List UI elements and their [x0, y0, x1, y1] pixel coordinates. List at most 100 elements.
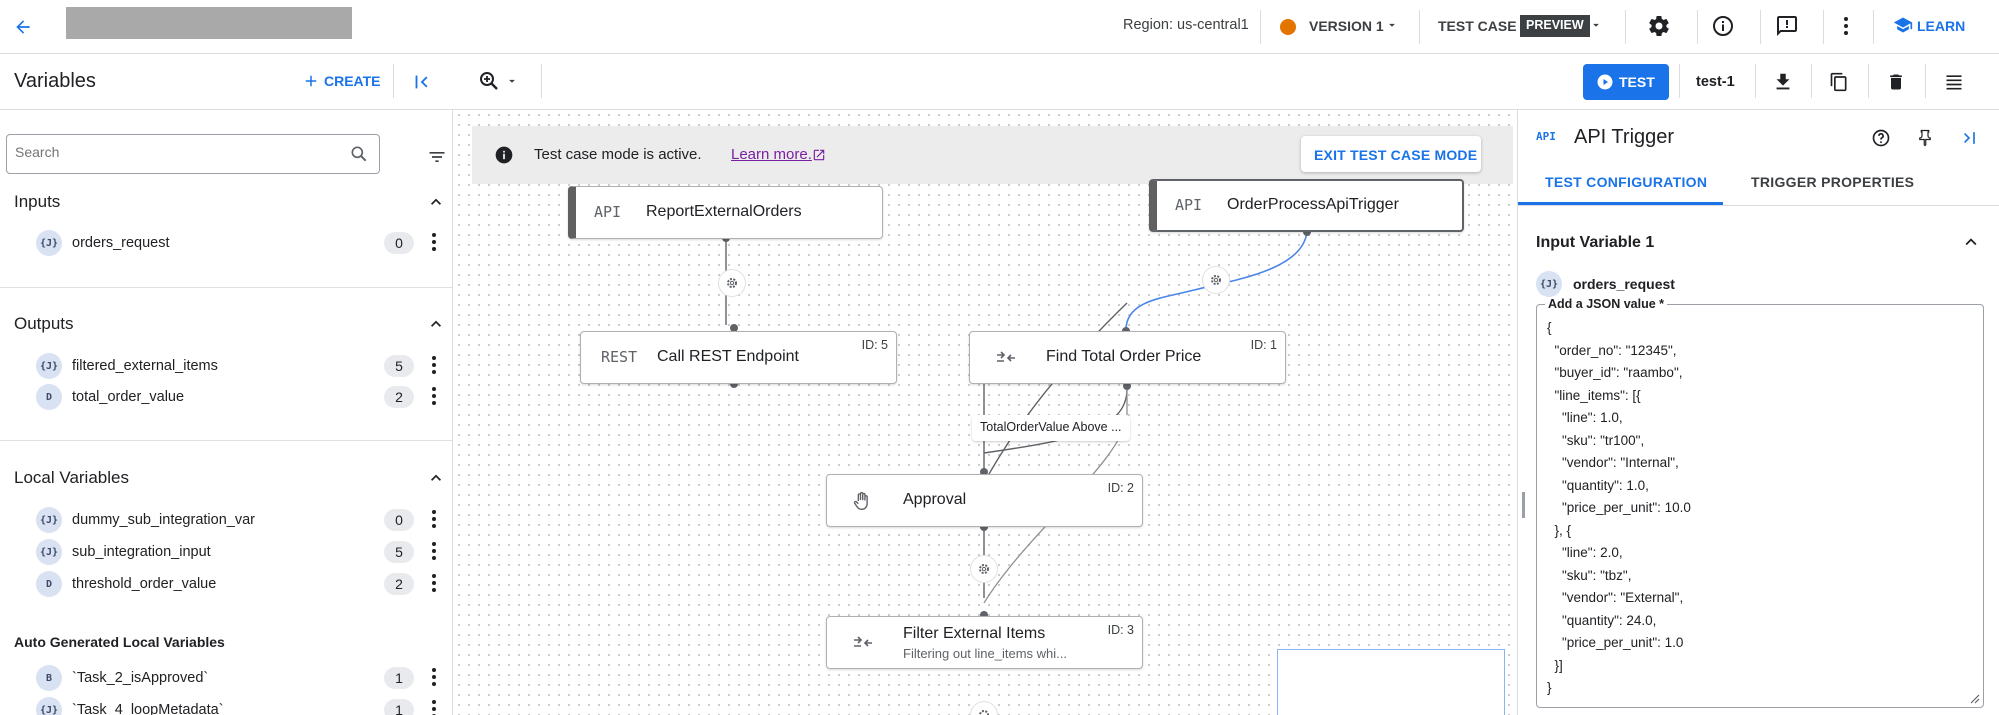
node-id: ID: 1 [1250, 338, 1277, 352]
search-box[interactable] [6, 134, 380, 174]
node-order-process-api-trigger[interactable]: API OrderProcessApiTrigger [1149, 179, 1464, 232]
exit-test-case-mode-button[interactable]: EXIT TEST CASE MODE [1301, 136, 1481, 172]
outputs-collapse-chevron-up-icon[interactable] [426, 314, 446, 334]
pin-icon[interactable] [1916, 129, 1934, 147]
node-call-rest-endpoint[interactable]: REST Call REST Endpoint ID: 5 [580, 331, 897, 384]
local-variables-section-title: Local Variables [14, 468, 129, 487]
learn-more-link[interactable]: Learn more. [731, 146, 812, 163]
copy-icon[interactable] [1825, 68, 1853, 96]
inputs-section-title: Inputs [14, 192, 61, 211]
delete-icon[interactable] [1882, 68, 1910, 96]
node-title: Filter External Items [903, 625, 1046, 642]
node-find-total-order-price[interactable]: Find Total Order Price ID: 1 [969, 331, 1286, 384]
data-mapping-icon [854, 636, 872, 647]
test-button[interactable]: TEST [1583, 64, 1669, 100]
node-id: ID: 5 [861, 338, 888, 352]
back-arrow-icon[interactable] [8, 12, 38, 42]
help-icon[interactable] [1871, 128, 1891, 148]
node-title: Call REST Endpoint [657, 348, 799, 365]
integration-name-placeholder[interactable] [66, 7, 352, 39]
resize-handle[interactable] [1522, 492, 1525, 518]
filter-sort-icon[interactable] [424, 144, 450, 170]
more-vert-icon[interactable] [1834, 10, 1858, 42]
json-type-badge: {J} [36, 697, 62, 715]
toolbar: Variables CREATE TEST test-1 [0, 54, 1999, 110]
json-type-badge: {J} [36, 539, 62, 565]
collapse-panel-icon[interactable] [408, 68, 436, 96]
node-title: OrderProcessApiTrigger [1227, 196, 1399, 213]
info-icon[interactable] [1707, 10, 1739, 42]
node-approval[interactable]: Approval ID: 2 [826, 474, 1143, 527]
variable-row[interactable]: {J} orders_request 0 [36, 230, 439, 256]
connector-settings-gear-icon[interactable] [971, 556, 997, 582]
close-panel-icon[interactable] [1959, 128, 1979, 148]
json-type-badge: {J} [36, 353, 62, 379]
json-value-textarea[interactable]: Add a JSON value * { "order_no": "12345"… [1536, 297, 1984, 708]
feedback-icon[interactable] [1771, 10, 1803, 42]
usage-count: 1 [384, 667, 414, 689]
minimap[interactable] [1277, 649, 1505, 715]
connector-settings-gear-icon[interactable] [1203, 267, 1229, 293]
connector-settings-gear-icon[interactable] [971, 702, 997, 715]
test-case-name: test-1 [1696, 74, 1735, 90]
open-in-new-icon[interactable] [812, 148, 826, 162]
tab-test-configuration[interactable]: TEST CONFIGURATION [1545, 174, 1708, 190]
more-vert-icon[interactable] [429, 507, 439, 533]
zoom-in-icon[interactable] [474, 66, 504, 96]
zoom-chevron-down-icon[interactable] [505, 74, 519, 93]
more-vert-icon[interactable] [429, 571, 439, 597]
resize-corner-icon[interactable] [1968, 692, 1980, 704]
local-collapse-chevron-up-icon[interactable] [426, 468, 446, 488]
test-case-dropdown[interactable]: TEST CASE [1438, 18, 1517, 34]
variable-name: `Task_2_isApproved` [72, 670, 209, 686]
node-filter-external-items[interactable]: Filter External Items Filtering out line… [826, 616, 1143, 669]
more-vert-icon[interactable] [429, 230, 439, 256]
node-report-external-orders[interactable]: API ReportExternalOrders [568, 186, 883, 239]
variable-row[interactable]: D total_order_value 2 [36, 384, 439, 410]
json-type-badge: {J} [36, 507, 62, 533]
variable-row[interactable]: {J} sub_integration_input 5 [36, 539, 439, 565]
double-type-badge: D [36, 571, 62, 597]
more-vert-icon[interactable] [429, 665, 439, 691]
top-bar: Region: us-central1 VERSION 1 TEST CASE … [0, 0, 1999, 54]
tab-trigger-properties[interactable]: TRIGGER PROPERTIES [1751, 174, 1915, 190]
more-vert-icon[interactable] [429, 697, 439, 715]
more-vert-icon[interactable] [429, 384, 439, 410]
json-field-label: Add a JSON value * [1545, 297, 1668, 311]
search-icon[interactable] [349, 144, 369, 164]
tabs-divider [1518, 205, 1999, 206]
search-input[interactable] [15, 144, 315, 160]
auto-generated-section-title: Auto Generated Local Variables [14, 634, 225, 650]
integration-canvas[interactable]: Test case mode is active. Learn more. EX… [454, 110, 1517, 715]
section-chevron-up-icon[interactable] [1960, 231, 1982, 253]
plus-icon [305, 75, 317, 87]
variable-name: total_order_value [72, 389, 185, 405]
rest-icon: REST [601, 348, 638, 366]
variable-name: `Task_4_loopMetadata` [72, 702, 224, 715]
version-status-dot [1280, 19, 1296, 35]
version-dropdown[interactable]: VERSION 1 [1309, 18, 1384, 34]
edge-condition-label[interactable]: TotalOrderValue Above ... [972, 415, 1130, 441]
inputs-collapse-chevron-up-icon[interactable] [426, 192, 446, 212]
variable-row[interactable]: B `Task_2_isApproved` 1 [36, 665, 439, 691]
variables-panel: Inputs {J} orders_request 0 Outputs {J} … [0, 110, 453, 715]
more-vert-icon[interactable] [429, 353, 439, 379]
node-id: ID: 2 [1107, 481, 1134, 495]
variable-row[interactable]: D threshold_order_value 2 [36, 571, 439, 597]
download-icon[interactable] [1769, 68, 1797, 96]
settings-gear-icon[interactable] [1643, 10, 1675, 42]
variable-row[interactable]: {J} `Task_4_loopMetadata` 1 [36, 697, 436, 715]
node-subtitle: Filtering out line_items whi... [903, 646, 1068, 661]
version-chevron-down-icon[interactable] [1385, 18, 1399, 37]
variable-row[interactable]: {J} dummy_sub_integration_var 0 [36, 507, 439, 533]
list-view-icon[interactable] [1940, 68, 1968, 96]
json-value[interactable]: { "order_no": "12345", "buyer_id": "raam… [1547, 320, 1691, 695]
variable-row[interactable]: {J} filtered_external_items 5 [36, 353, 439, 379]
connector-settings-gear-icon[interactable] [719, 270, 745, 296]
create-variable-button[interactable]: CREATE [302, 70, 402, 94]
learn-button[interactable]: LEARN [1893, 14, 1973, 38]
more-vert-icon[interactable] [429, 539, 439, 565]
variable-name: threshold_order_value [72, 576, 217, 592]
test-case-chevron-down-icon[interactable] [1589, 18, 1603, 37]
test-mode-banner: Test case mode is active. Learn more. EX… [472, 126, 1513, 184]
